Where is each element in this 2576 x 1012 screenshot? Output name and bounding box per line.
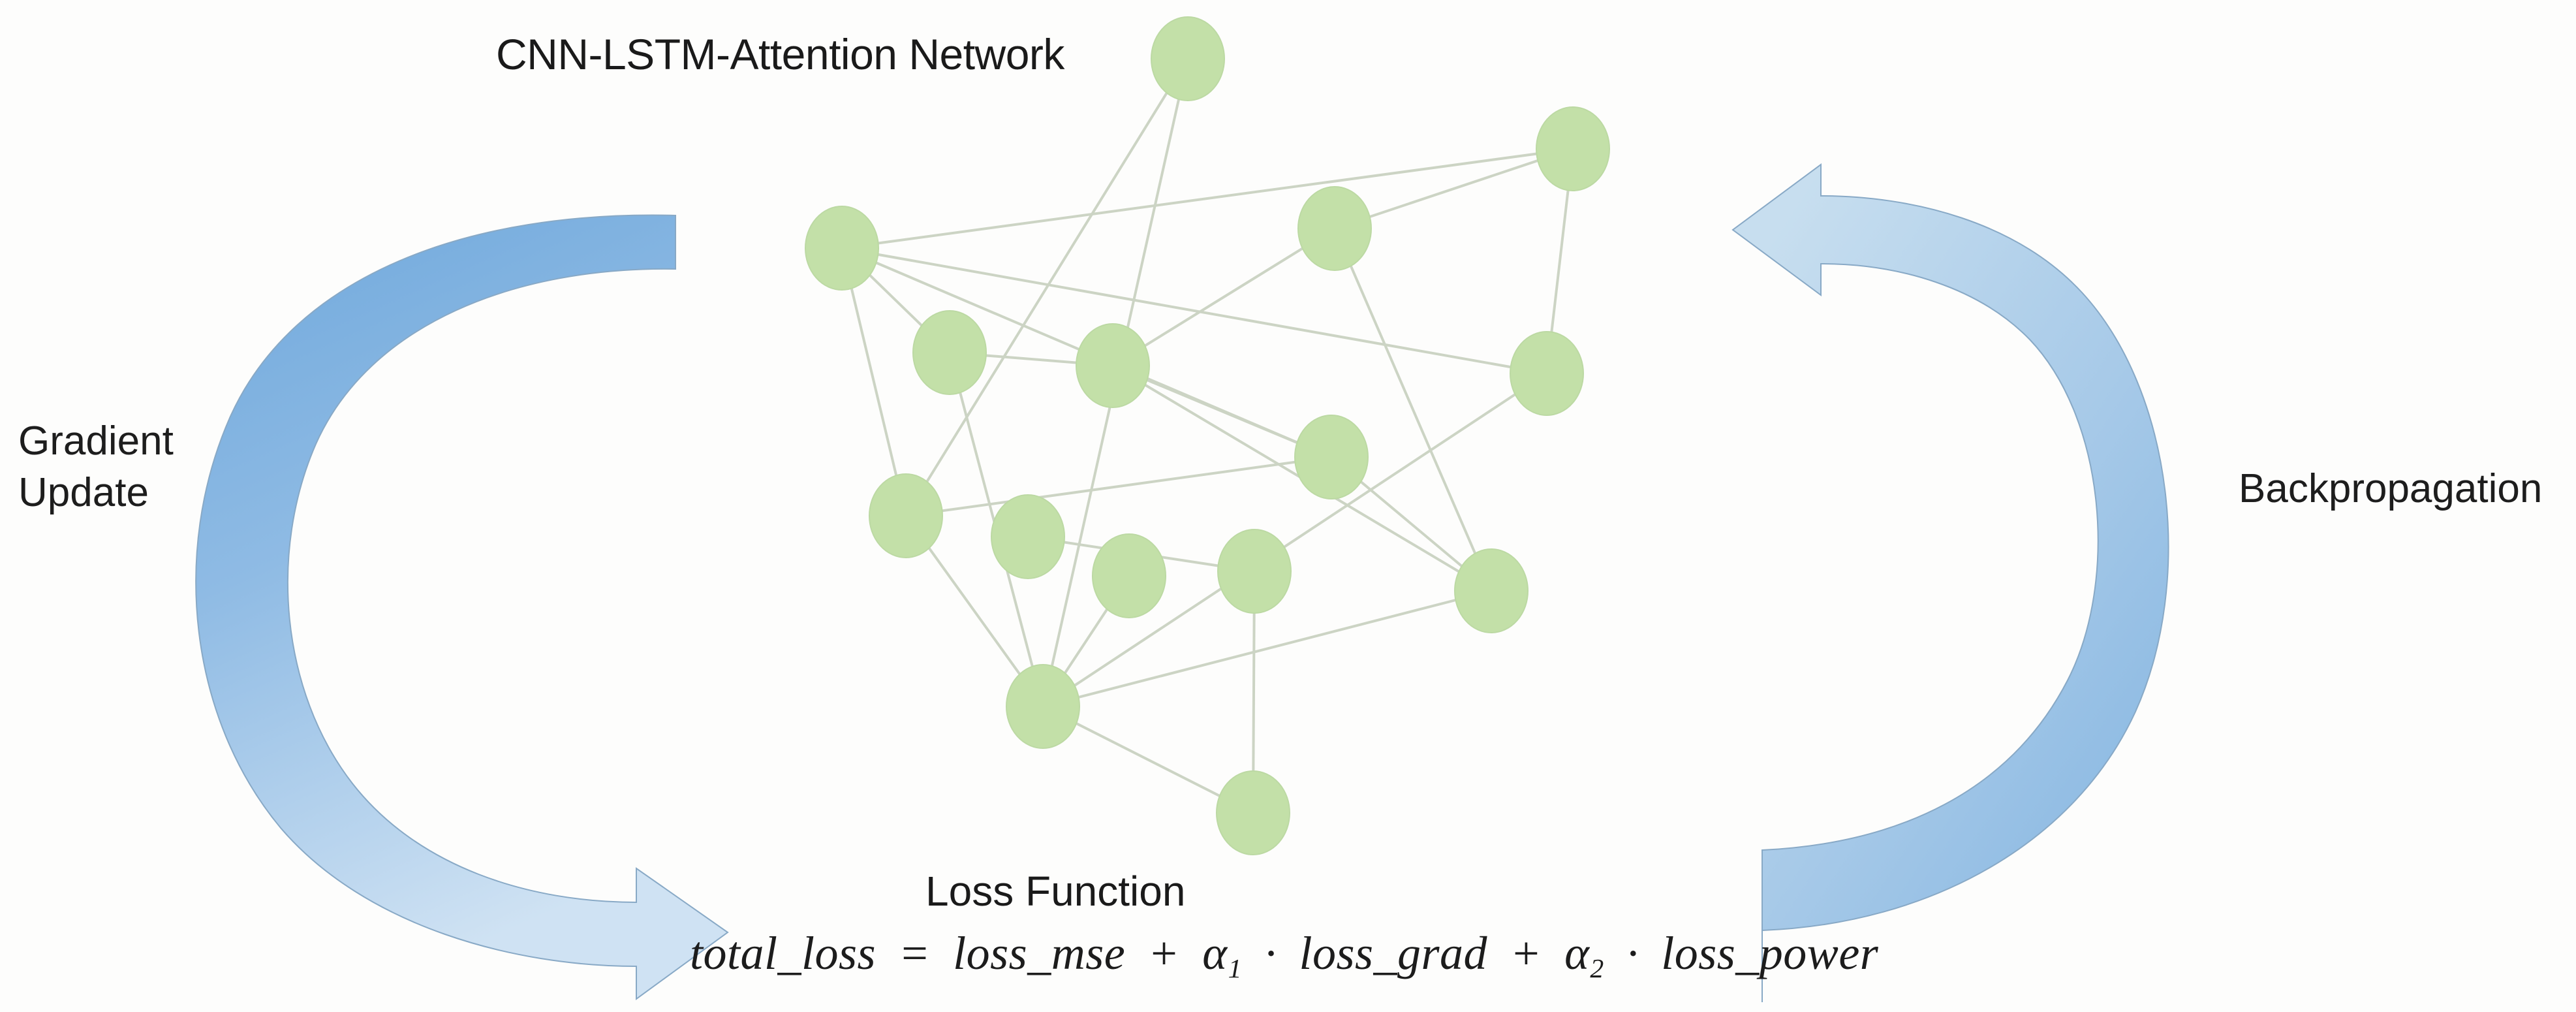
network-node — [1294, 415, 1369, 499]
network-edge — [1042, 372, 1548, 708]
formula-term-mse: loss_mse — [953, 927, 1126, 979]
formula-equals: = — [898, 927, 931, 979]
formula-dot-1: · — [1264, 927, 1277, 979]
network-node — [1076, 323, 1150, 408]
network-edge — [841, 148, 1574, 249]
network-node — [991, 494, 1065, 579]
alpha2-symbol: α — [1564, 927, 1590, 979]
network-node — [1454, 548, 1529, 633]
network-edge — [1042, 705, 1254, 814]
gradient-update-arrow — [195, 214, 729, 1000]
network-edge — [1334, 148, 1574, 230]
formula-coef-alpha2: α2 — [1563, 927, 1606, 983]
network-node — [1092, 533, 1166, 618]
formula-plus-2: + — [1510, 927, 1542, 979]
network-node — [805, 206, 879, 291]
alpha1-subscript: 1 — [1228, 954, 1242, 985]
network-edge — [841, 247, 907, 516]
formula-lhs: total_loss — [690, 927, 877, 979]
network-node — [1510, 331, 1584, 416]
network-edge — [1111, 227, 1336, 367]
network-node — [1536, 106, 1610, 191]
network-node — [1151, 16, 1225, 101]
backpropagation-arrow — [1731, 163, 2169, 1002]
formula-term-grad: loss_grad — [1299, 927, 1487, 979]
alpha2-subscript: 2 — [1590, 954, 1604, 985]
alpha1-symbol: α — [1202, 927, 1228, 979]
gradient-update-label: Gradient Update — [18, 415, 234, 519]
network-node — [912, 310, 987, 395]
network-node — [1216, 770, 1290, 855]
formula-term-power: loss_power — [1661, 927, 1879, 979]
network-edge — [1112, 364, 1332, 458]
network-edge — [905, 456, 1332, 517]
network-node — [869, 473, 943, 558]
network-nodes — [805, 16, 1610, 855]
gradient-update-line2: Update — [18, 470, 149, 516]
network-edge — [1333, 228, 1493, 592]
network-node — [1006, 664, 1080, 749]
gradient-update-line1: Gradient — [18, 419, 174, 464]
formula-plus-1: + — [1147, 927, 1180, 979]
network-edge — [905, 57, 1189, 517]
formula-dot-2: · — [1626, 927, 1639, 979]
backpropagation-label: Backpropagation — [2239, 466, 2543, 511]
network-title: CNN-LSTM-Attention Network — [496, 30, 1064, 78]
network-node — [1297, 186, 1372, 271]
loss-function-formula: total_loss = loss_mse + α1 · loss_grad +… — [689, 930, 1880, 983]
network-edge — [1042, 590, 1492, 708]
network-edge — [841, 247, 1547, 375]
formula-coef-alpha1: α1 — [1201, 927, 1243, 983]
network-node — [1217, 529, 1292, 614]
loss-function-title: Loss Function — [925, 868, 1186, 915]
